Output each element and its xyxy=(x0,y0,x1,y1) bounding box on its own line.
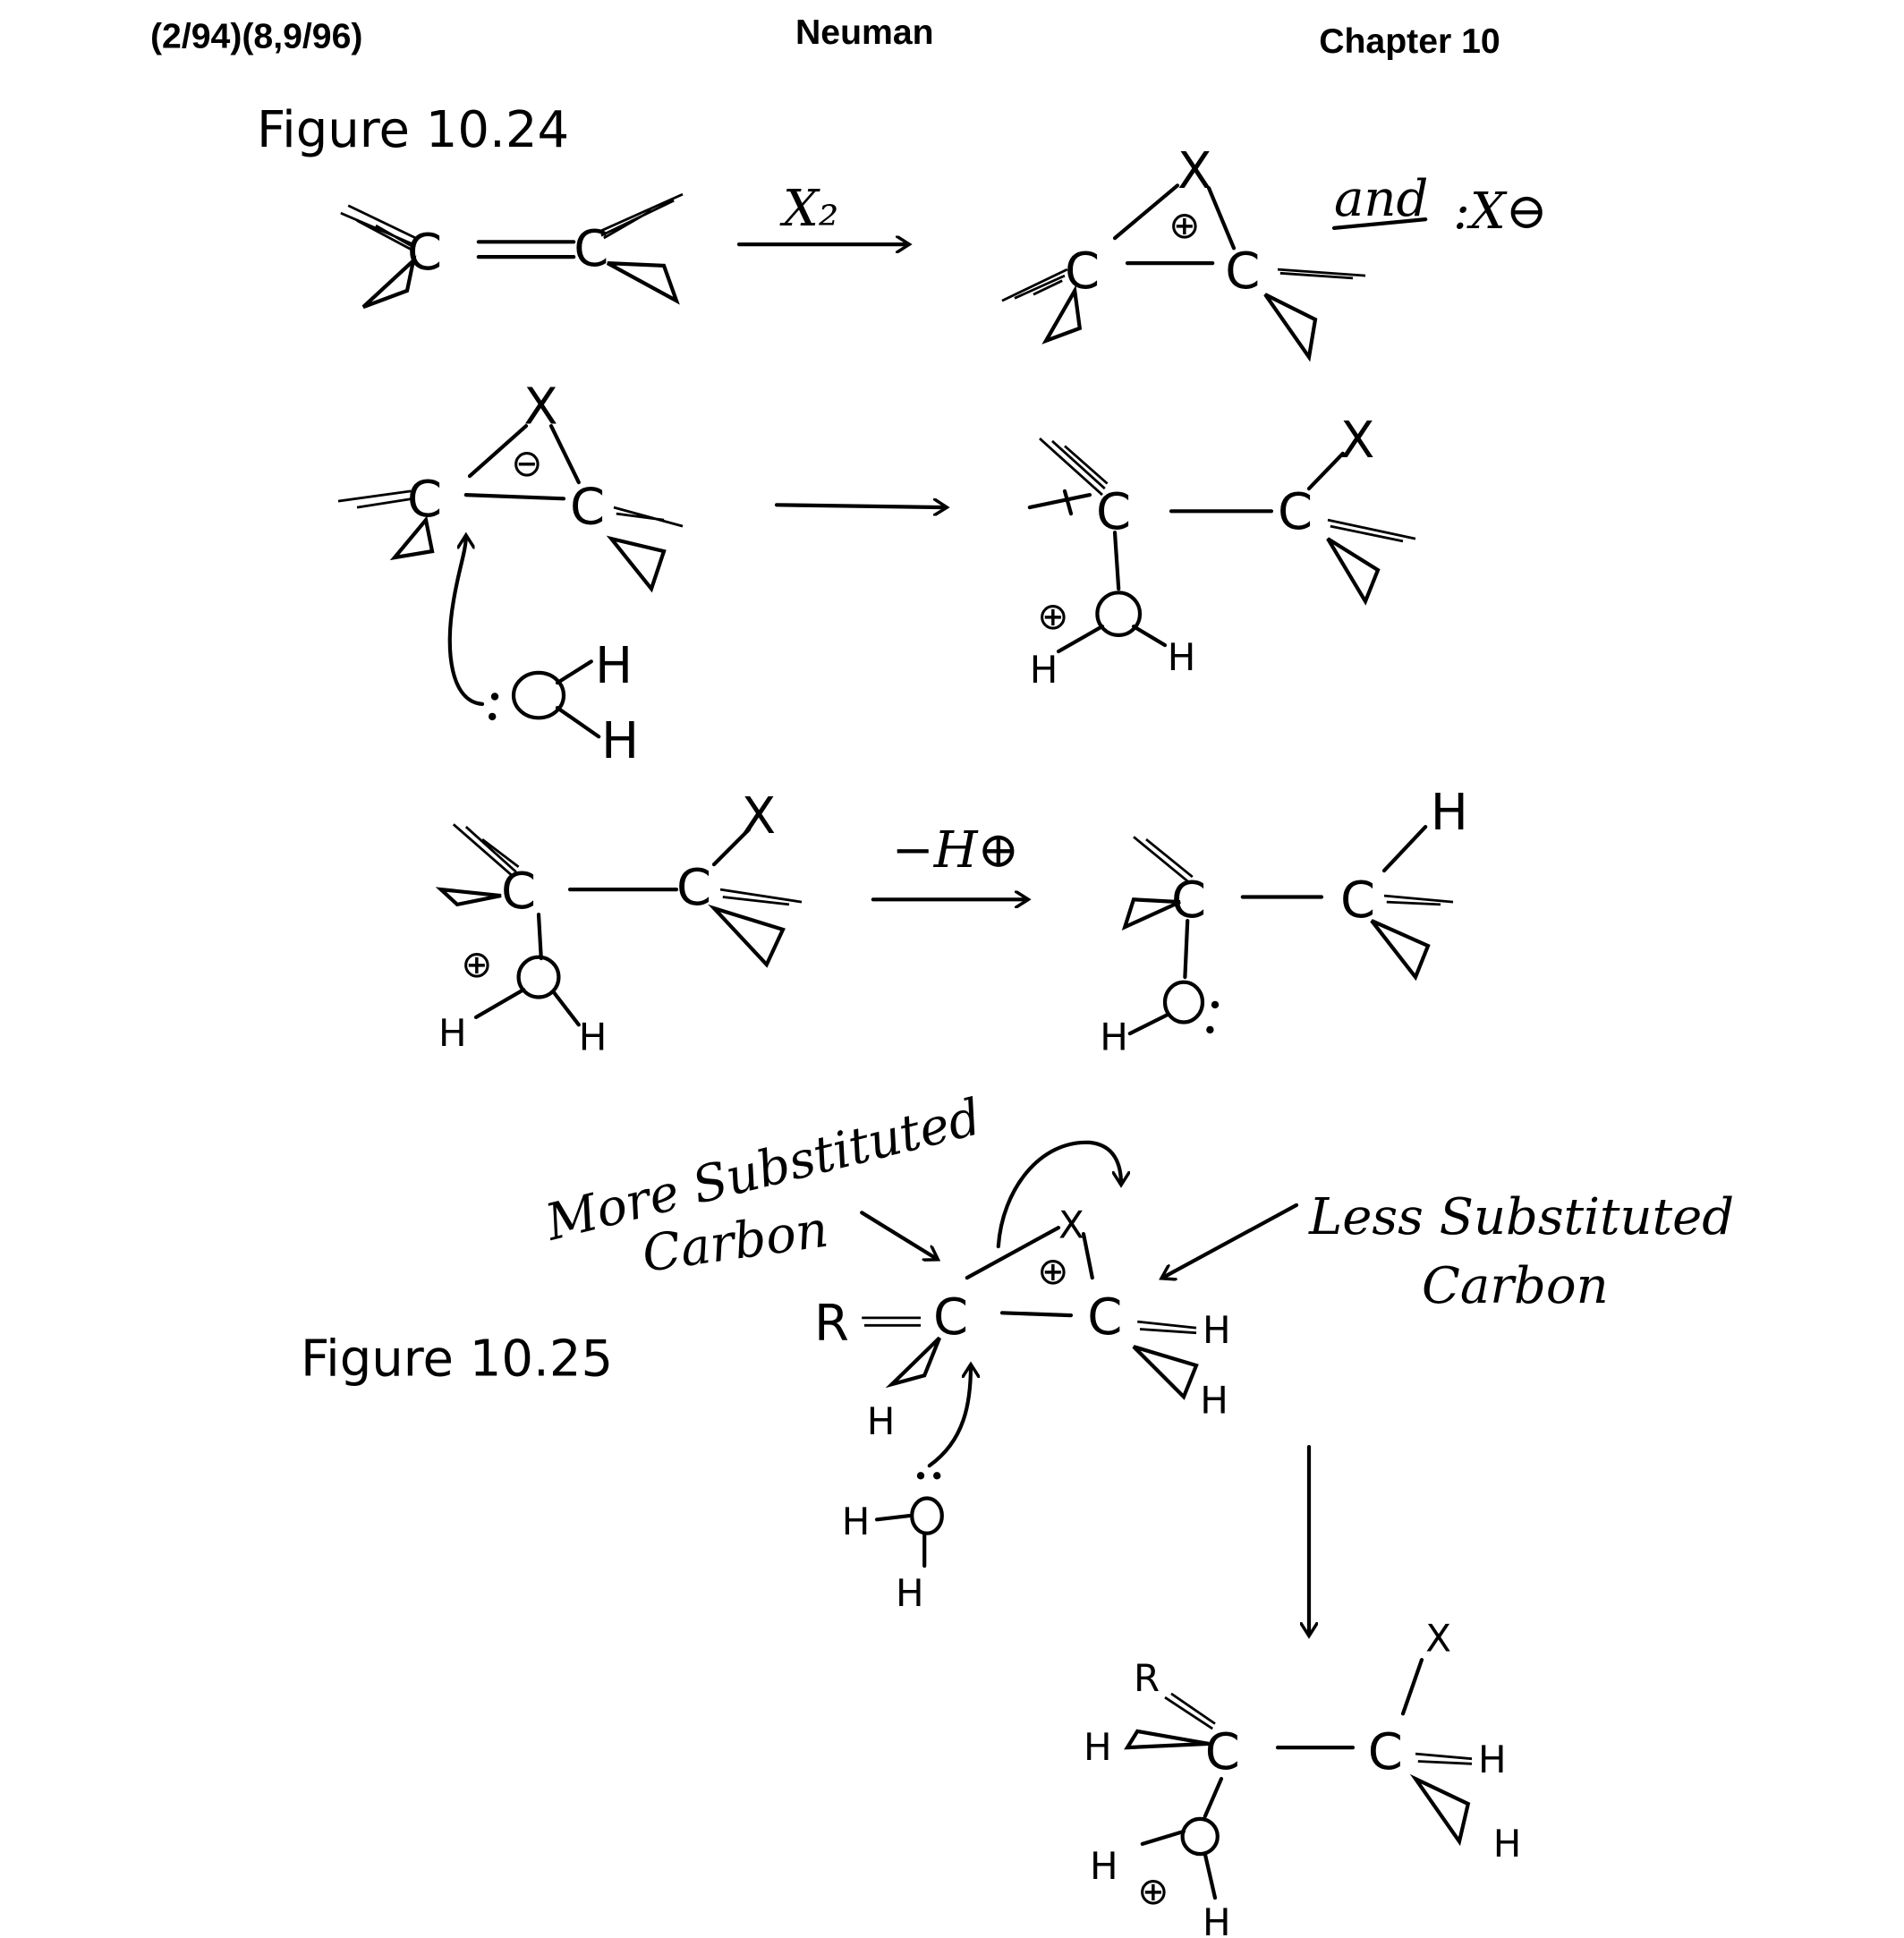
atom-h: H xyxy=(595,637,633,695)
atom-c: C xyxy=(1225,242,1260,301)
atom-x: X xyxy=(1425,1616,1451,1660)
substituted-halonium-ion: C C X ⊕ R H H H xyxy=(814,1203,1231,1443)
halonium-ion-2: C C X ⊖ xyxy=(337,378,684,593)
atom-c: C xyxy=(1278,483,1313,541)
atom-h: H xyxy=(1100,1015,1128,1058)
atom-r: R xyxy=(814,1295,849,1353)
oxonium-intermediate-2: C C X ⊕ H H xyxy=(435,787,803,1058)
chapter: Chapter 10 xyxy=(1319,22,1500,61)
curved-arrow xyxy=(996,1140,1121,1249)
atom-h: H xyxy=(1478,1738,1507,1781)
atom-c: C xyxy=(407,224,442,282)
reaction-arrow xyxy=(774,505,946,507)
author: Neuman xyxy=(795,13,934,52)
atom-h: H xyxy=(601,712,639,770)
ring-opened-product: C C X R H H H H ⊕ H xyxy=(1084,1616,1521,1938)
oxonium-intermediate: C C X ⊕ H H xyxy=(1027,412,1416,692)
atom-c: C xyxy=(933,1288,968,1347)
atom-r: R xyxy=(1134,1656,1160,1700)
pointer-arrow xyxy=(860,1211,937,1259)
atom-h: H xyxy=(1493,1822,1522,1866)
atom-h: H xyxy=(438,1011,467,1055)
minus-proton: −H⊕ xyxy=(892,821,1020,880)
atom-c: C xyxy=(570,478,605,536)
atom-c: C xyxy=(1087,1288,1122,1347)
halide-anion: :X⊖ xyxy=(1453,183,1548,241)
curved-arrow xyxy=(927,1365,971,1468)
atom-c: C xyxy=(1205,1723,1240,1781)
plus-charge: ⊕ xyxy=(1037,594,1068,638)
plus-charge: ⊕ xyxy=(461,942,492,986)
halohydrin-product: C C H H xyxy=(1100,784,1468,1058)
alkene: C C xyxy=(340,192,684,310)
minus-charge: ⊖ xyxy=(511,441,542,485)
atom-h: H xyxy=(1200,1378,1228,1422)
revision-date: (2/94)(8,9/96) xyxy=(150,17,362,55)
figure-10-24-title: Figure 10.24 xyxy=(257,101,569,159)
curved-arrow xyxy=(447,536,485,706)
atom-c: C xyxy=(1340,871,1375,930)
reagent-x2: X₂ xyxy=(779,180,838,238)
halonium-ion: C C X ⊕ xyxy=(1001,142,1366,362)
atom-h: H xyxy=(867,1399,896,1443)
atom-h: H xyxy=(842,1500,871,1543)
water: H H xyxy=(489,637,639,770)
water-nucleophile: H H xyxy=(842,1472,944,1615)
atom-h: H xyxy=(1090,1844,1118,1888)
atom-h: H xyxy=(1203,1308,1231,1352)
less-substituted-label: Less Substituted xyxy=(1308,1188,1734,1246)
atom-x: X xyxy=(1340,412,1374,470)
atom-h: H xyxy=(1203,1900,1231,1938)
plus-charge: ⊕ xyxy=(1137,1869,1169,1913)
atom-x: X xyxy=(1177,142,1211,200)
atom-c: C xyxy=(1065,242,1100,301)
atom-c: C xyxy=(1368,1723,1403,1781)
atom-h: H xyxy=(1168,635,1196,679)
pointer-arrow xyxy=(1162,1203,1299,1278)
atom-h: H xyxy=(1084,1725,1112,1769)
atom-h: H xyxy=(1030,648,1058,692)
atom-x: X xyxy=(1058,1203,1084,1246)
atom-h: H xyxy=(579,1015,608,1058)
less-substituted-carbon-label: Carbon xyxy=(1422,1257,1609,1315)
atom-h: H xyxy=(1431,784,1468,842)
atom-x: X xyxy=(742,787,776,846)
atom-h: H xyxy=(896,1571,924,1615)
and-text: and xyxy=(1334,170,1428,228)
plus-charge: ⊕ xyxy=(1037,1249,1068,1293)
figure-10-25-title: Figure 10.25 xyxy=(301,1330,613,1388)
plus-charge: ⊕ xyxy=(1169,203,1200,247)
atom-c: C xyxy=(676,859,711,917)
